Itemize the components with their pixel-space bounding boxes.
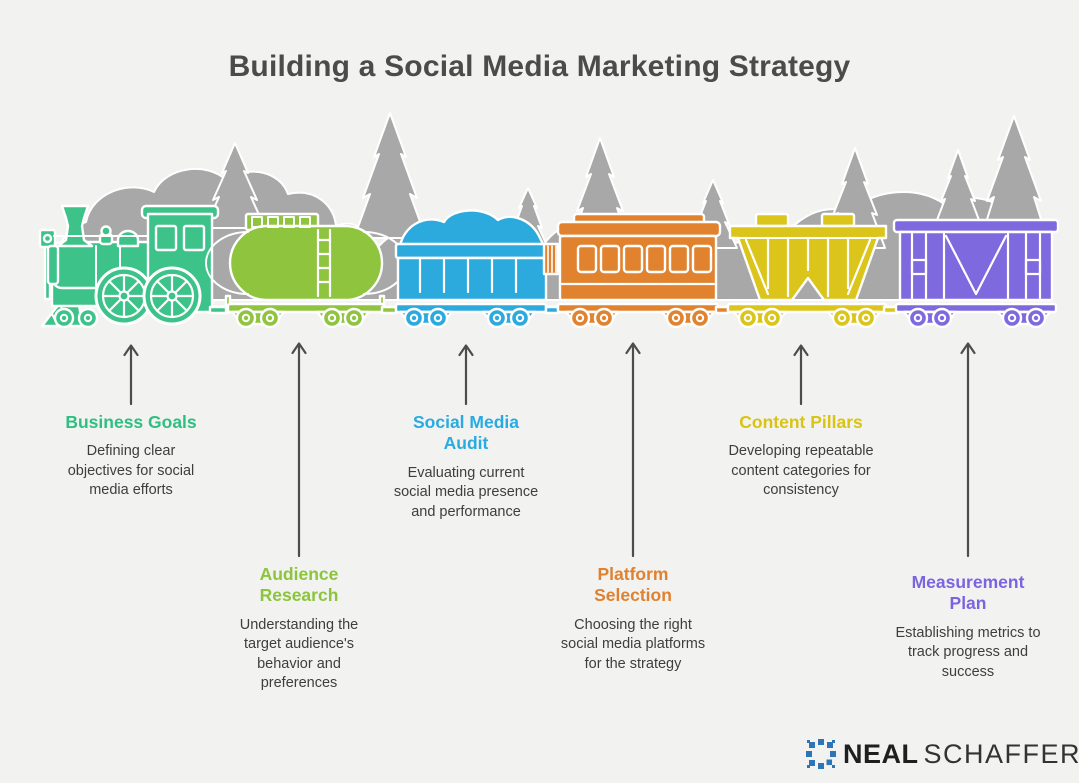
step-measurement-plan: Measurement Plan Establishing metrics to…	[873, 338, 1063, 682]
neal-schaffer-logo-icon	[806, 739, 836, 769]
locomotive-drive-wheel	[142, 266, 202, 326]
up-arrow	[625, 342, 641, 558]
step-description: Evaluating current social media presence…	[393, 464, 539, 520]
hopper-car	[726, 212, 900, 329]
step-description: Establishing metrics to track progress a…	[895, 624, 1041, 680]
up-arrow	[960, 342, 976, 558]
step-label: Platform Selection	[594, 564, 672, 606]
step-label: Audience Research	[259, 564, 339, 606]
step-description: Understanding the target audience's beha…	[239, 616, 359, 691]
step-social-media-audit: Social Media Audit Evaluating current so…	[371, 340, 561, 522]
step-label: Business Goals	[65, 412, 197, 432]
step-platform-selection: Platform Selection Choosing the right so…	[538, 338, 728, 674]
boxcar	[892, 218, 1060, 329]
up-arrow	[123, 344, 139, 406]
up-arrow	[291, 342, 307, 558]
passenger-car	[542, 212, 730, 329]
step-content-pillars: Content Pillars Developing repeatable co…	[706, 340, 896, 501]
step-label: Content Pillars	[739, 412, 863, 432]
logo-word-neal: NEAL	[843, 738, 919, 769]
pine-tree	[353, 112, 427, 239]
step-business-goals: Business Goals Defining clear objectives…	[36, 340, 226, 501]
train-forest-illustration	[38, 112, 1060, 329]
step-description: Choosing the right social media platform…	[560, 616, 706, 672]
loaded-hopper-car	[394, 209, 560, 329]
tank-car	[205, 212, 407, 329]
page-title: Building a Social Media Marketing Strate…	[228, 50, 851, 83]
step-label: Social Media Audit	[412, 412, 519, 454]
logo-word-schaffer: SCHAFFER	[923, 738, 1079, 769]
step-label: Measurement Plan	[911, 572, 1025, 614]
pine-tree	[933, 149, 983, 229]
up-arrow	[458, 344, 474, 406]
locomotive-car	[38, 204, 230, 329]
pine-tree	[204, 142, 266, 229]
step-description: Defining clear objectives for social med…	[67, 443, 195, 499]
step-description: Developing repeatable content categories…	[728, 443, 874, 499]
up-arrow	[793, 344, 809, 406]
neal-schaffer-logo[interactable]: NEAL SCHAFFER	[806, 736, 1079, 772]
step-audience-research: Audience Research Understanding the targ…	[204, 338, 394, 693]
